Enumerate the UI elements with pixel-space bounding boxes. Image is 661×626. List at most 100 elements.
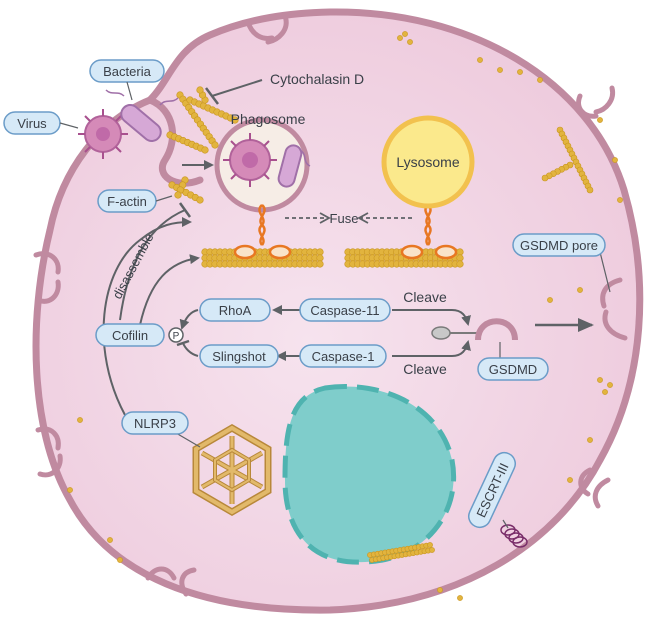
actin-dot xyxy=(67,487,73,493)
slingshot-inhibit xyxy=(182,342,199,357)
lysosome-label: Lysosome xyxy=(396,154,460,170)
caspase1-label: Caspase-1 xyxy=(312,349,375,364)
actin-bead xyxy=(456,260,464,268)
label-rhoa: RhoA xyxy=(199,298,271,322)
nlrp3-connector xyxy=(175,432,201,448)
actin-dot xyxy=(597,377,603,383)
gsdmd-pore-label: GSDMD pore xyxy=(520,238,598,253)
phagosome-label: Phagosome xyxy=(231,111,306,127)
virus-outside xyxy=(78,109,128,159)
cytochalasin-inhibit-line xyxy=(211,79,263,97)
actin-dot xyxy=(402,31,408,37)
actin-dot xyxy=(107,537,113,543)
actin-bead xyxy=(541,174,549,182)
label-gsdmd-pore: GSDMD pore xyxy=(512,233,606,257)
actin-bead xyxy=(174,191,182,199)
actin-dot xyxy=(612,157,618,163)
label-gsdmd: GSDMD xyxy=(477,357,549,381)
nlrp3-to-factin-arrow xyxy=(102,217,192,416)
actin-dot xyxy=(77,417,83,423)
label-caspase1: Caspase-1 xyxy=(299,344,387,368)
snare-phagosome xyxy=(233,204,292,260)
actin-bead xyxy=(316,248,324,256)
bacterium-in-phagosome xyxy=(277,144,311,188)
cleave-arrow-bottom xyxy=(392,340,471,357)
disassemble-arrow xyxy=(119,209,186,321)
cleave-bottom-label: Cleave xyxy=(403,361,447,377)
actin-dot xyxy=(577,287,583,293)
label-bacteria: Bacteria xyxy=(89,59,165,83)
gsdmd-c-terminal xyxy=(475,318,518,341)
actin-dot xyxy=(397,35,403,41)
snare-lysosome xyxy=(400,204,458,260)
slingshot-label: Slingshot xyxy=(212,349,266,364)
rhoa-label: RhoA xyxy=(219,303,252,318)
phospho-circle xyxy=(168,327,184,343)
lysosome xyxy=(381,115,475,209)
actin-bead xyxy=(429,547,435,553)
cofilin-label: Cofilin xyxy=(112,328,148,343)
actin-bead xyxy=(201,146,209,154)
actin-bead xyxy=(196,86,204,94)
label-virus: Virus xyxy=(3,111,61,135)
gsdmd-pore-connector xyxy=(599,251,611,293)
label-factin: F-actin xyxy=(97,189,157,213)
virus-label: Virus xyxy=(17,116,47,131)
membrane-pores xyxy=(33,13,628,597)
actin-dot xyxy=(567,477,573,483)
label-slingshot: Slingshot xyxy=(199,344,279,368)
bacterium-outside xyxy=(105,89,179,142)
cofilin-to-actin-arrow xyxy=(139,254,200,326)
rhoa-to-cofilin-arrow xyxy=(179,309,199,330)
bacteria-label: Bacteria xyxy=(103,64,151,79)
actin-bead xyxy=(427,542,433,548)
escrt-connector xyxy=(502,519,509,529)
actin-bead xyxy=(316,260,324,268)
label-nlrp3: NLRP3 xyxy=(121,411,189,435)
actin-dot xyxy=(477,57,483,63)
caspase11-label: Caspase-11 xyxy=(310,303,379,318)
actin-dot xyxy=(617,197,623,203)
virus-connector xyxy=(59,122,79,129)
cleave-top-label: Cleave xyxy=(403,289,447,305)
cytochalasin-inhibit-bar xyxy=(205,87,219,105)
nlrp3-label: NLRP3 xyxy=(134,416,176,431)
slingshot-inhibit-bar xyxy=(176,339,190,347)
cytochalasin-label: Cytochalasin D xyxy=(270,71,364,87)
actin-bead xyxy=(586,186,594,194)
label-caspase11: Caspase-11 xyxy=(299,298,391,322)
actin-dot xyxy=(587,437,593,443)
actin-bead xyxy=(316,254,324,262)
virus-in-phagosome xyxy=(223,133,277,187)
actin-dot xyxy=(437,587,443,593)
actin-dot xyxy=(607,382,613,388)
actin-dot xyxy=(537,77,543,83)
fuse-label: Fuse xyxy=(330,211,359,226)
actin-filaments-cup xyxy=(166,86,594,204)
actin-dot xyxy=(547,297,553,303)
actin-bead xyxy=(211,141,219,149)
cleave-arrow-top xyxy=(392,309,471,326)
actin-dot xyxy=(407,39,413,45)
actin-dot xyxy=(117,557,123,563)
nucleus xyxy=(285,386,454,563)
actin-bead xyxy=(196,196,204,204)
actin-bead xyxy=(456,248,464,256)
escrt-spiral xyxy=(500,524,528,548)
gsdmd-n-terminal xyxy=(431,326,451,340)
gsdmd-label: GSDMD xyxy=(489,362,537,377)
actin-dot xyxy=(497,67,503,73)
actin-bead xyxy=(231,116,239,124)
actin-dot xyxy=(517,69,523,75)
scattered-actin-dots xyxy=(67,31,623,601)
factin-label: F-actin xyxy=(107,194,147,209)
factin-connector xyxy=(155,195,173,202)
nlrp3-complex xyxy=(192,423,272,517)
actin-dot xyxy=(597,117,603,123)
actin-dot xyxy=(602,389,608,395)
phospho-label: P xyxy=(173,331,180,342)
bacteria-connector xyxy=(126,81,133,101)
label-cofilin: Cofilin xyxy=(95,323,165,347)
